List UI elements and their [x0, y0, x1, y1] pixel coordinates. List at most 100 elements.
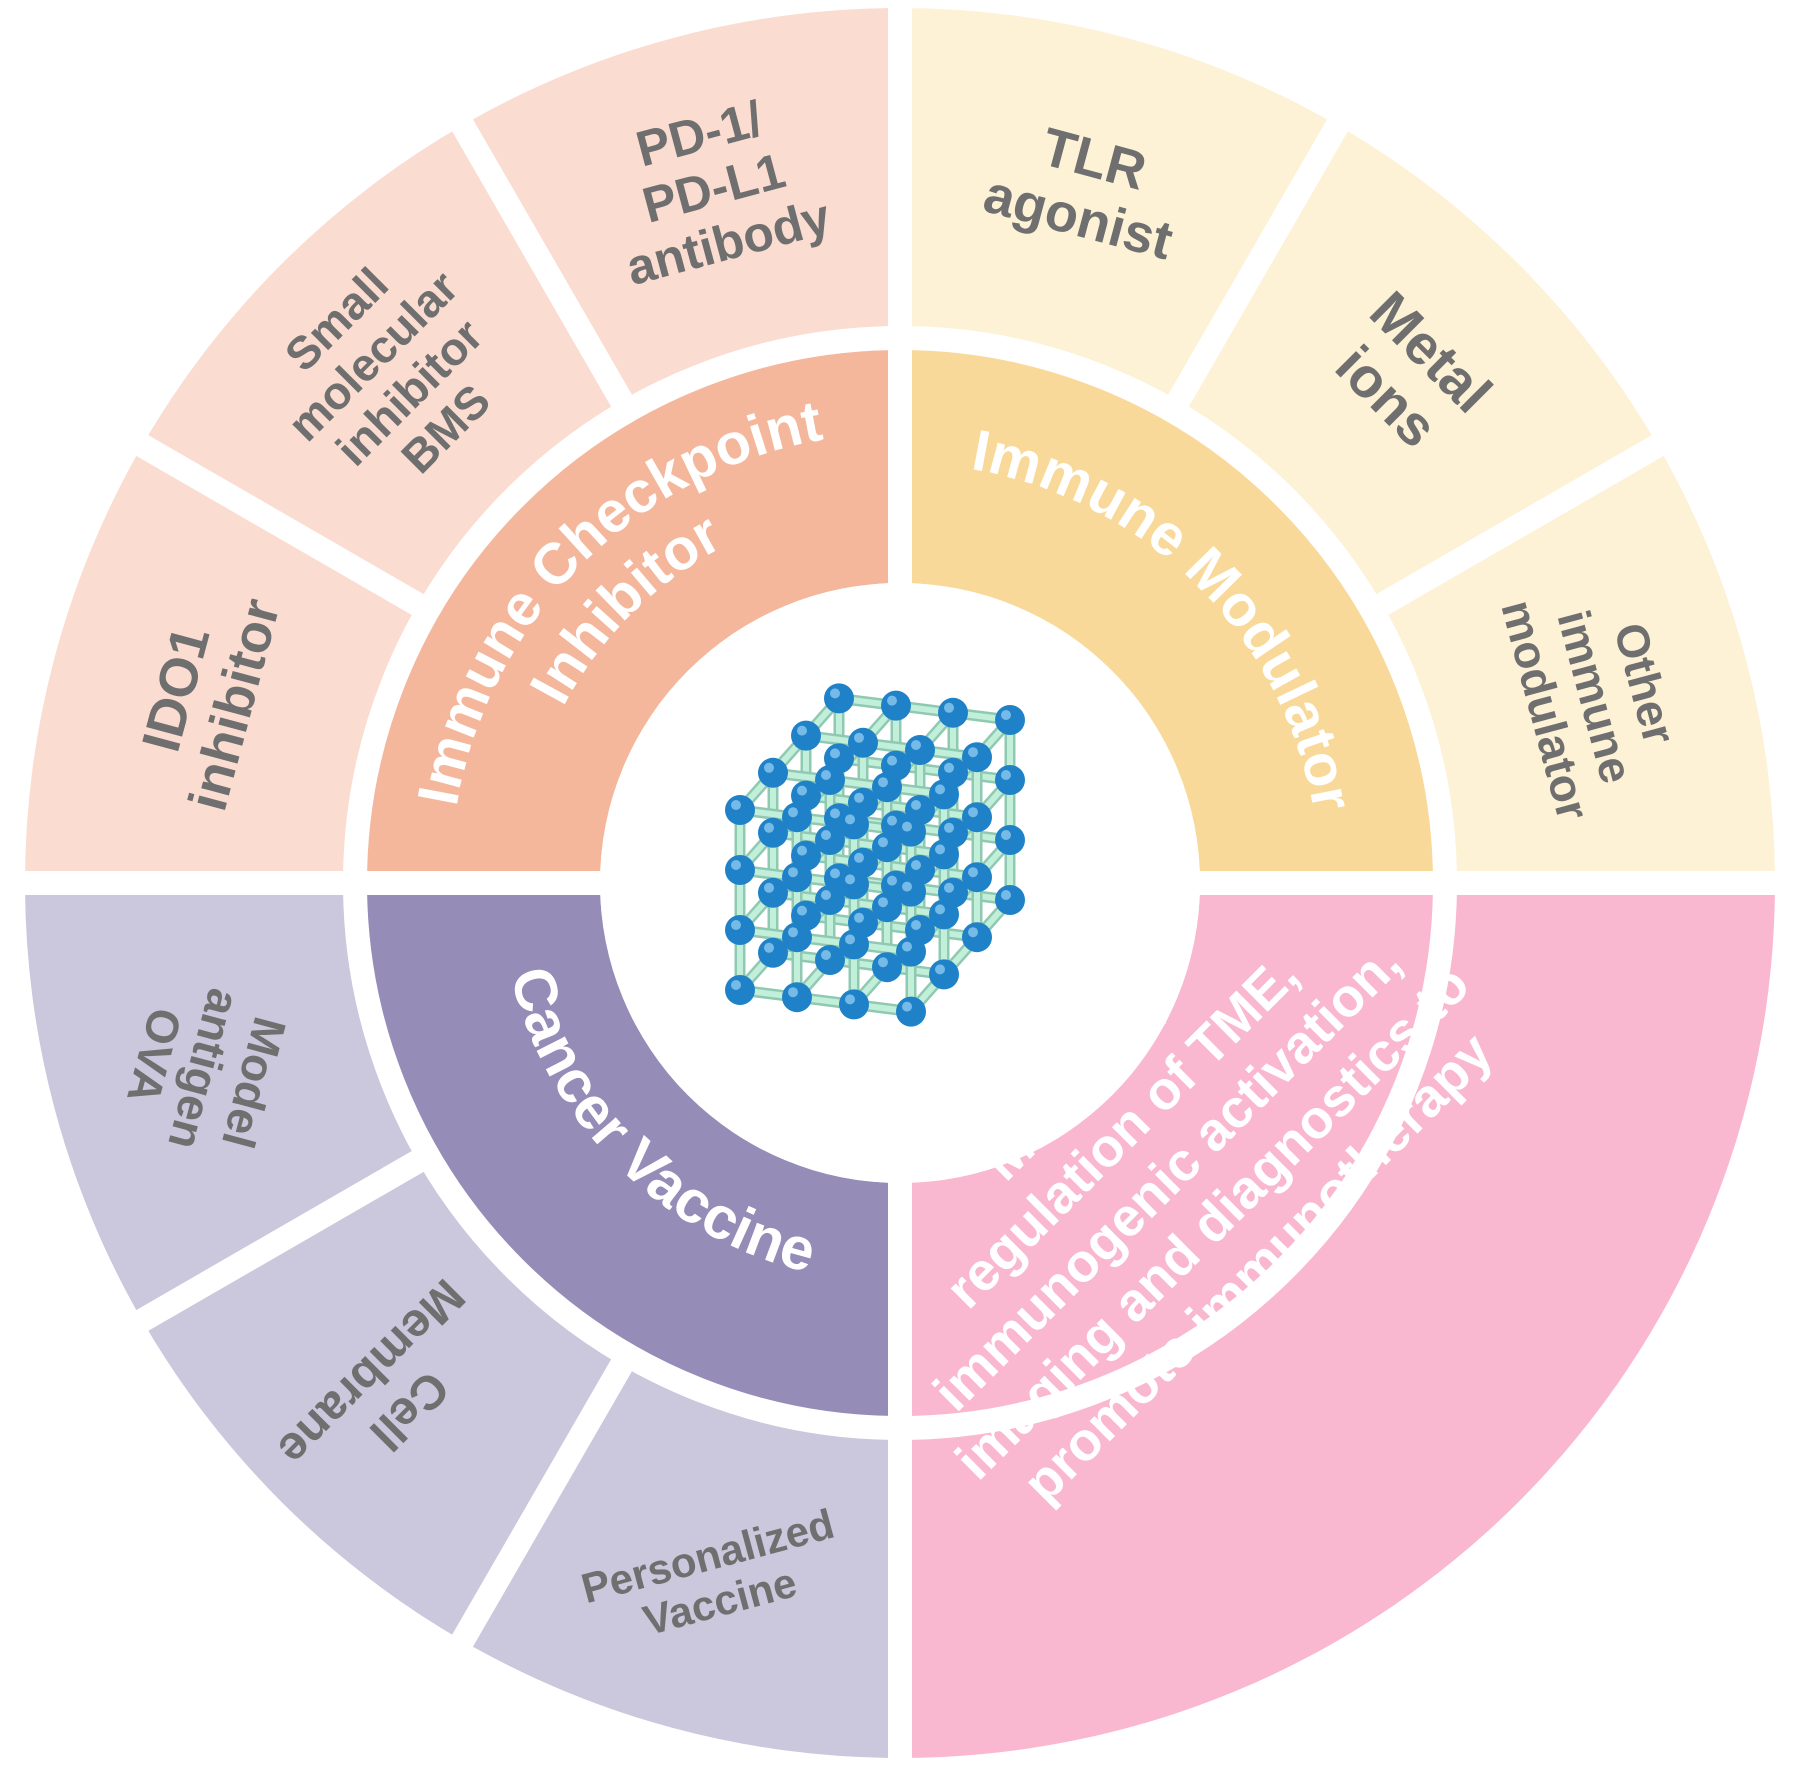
segment-separator: [447, 110, 638, 418]
lattice-node-shine: [935, 784, 945, 795]
segment-separator: [127, 430, 435, 621]
lattice-node-shine: [821, 830, 831, 840]
lattice-node-shine: [911, 860, 921, 870]
lattice-node-shine: [944, 702, 954, 713]
lattice-node-shine: [911, 740, 921, 750]
lattice-node: [725, 975, 755, 1005]
lattice-node: [929, 839, 959, 870]
lattice-node-shine: [731, 800, 741, 810]
lattice-node-shine: [1001, 710, 1011, 720]
lattice-node-shine: [797, 725, 807, 736]
lattice-node-shine: [1001, 890, 1011, 900]
lattice-node-shine: [902, 821, 912, 832]
lattice-node-shine: [935, 904, 945, 915]
lattice-node-shine: [944, 762, 954, 773]
lattice-node-shine: [845, 874, 855, 885]
lattice-node: [962, 802, 992, 833]
lattice-node-shine: [764, 942, 774, 953]
lattice-node-shine: [968, 747, 978, 758]
lattice-node-shine: [854, 732, 864, 743]
lattice-node: [929, 959, 959, 990]
lattice-node-shine: [830, 748, 840, 759]
lattice-node-shine: [797, 785, 807, 796]
lattice-node: [839, 929, 869, 960]
lattice-node: [782, 862, 812, 893]
mofs-quadrant: [900, 883, 1775, 1758]
lattice-node-shine: [797, 845, 807, 856]
lattice-node: [824, 683, 854, 714]
lattice-node-shine: [902, 881, 912, 892]
lattice-node-shine: [878, 957, 888, 968]
lattice-node: [782, 982, 812, 1013]
lattice-node-shine: [902, 1001, 912, 1012]
lattice-node: [881, 690, 911, 721]
lattice-node: [758, 757, 788, 788]
lattice-node: [725, 915, 755, 945]
lattice-node: [995, 705, 1025, 735]
lattice-node-shine: [968, 867, 978, 878]
lattice-node: [995, 825, 1025, 855]
lattice-node: [938, 697, 968, 728]
lattice-node-shine: [1001, 830, 1011, 840]
segment-separator: [127, 1145, 435, 1336]
lattice-node-shine: [731, 980, 741, 990]
lattice-node: [896, 936, 926, 967]
lattice-node-shine: [878, 837, 888, 848]
lattice-node-shine: [878, 897, 888, 908]
lattice-node-shine: [887, 755, 897, 766]
lattice-node: [962, 862, 992, 893]
lattice-node: [839, 869, 869, 900]
lattice-node: [896, 876, 926, 907]
vaccine-inner-ring: [355, 883, 900, 1428]
checkpoint-segment-label-2: SmallmolecularinhibitorBMS: [241, 224, 541, 524]
lattice-node: [872, 772, 902, 803]
lattice-node-shine: [968, 807, 978, 818]
lattice-node-shine: [788, 807, 798, 818]
lattice-node: [791, 720, 821, 751]
lattice-node: [995, 885, 1025, 915]
lattice-node: [782, 802, 812, 833]
lattice-node: [848, 727, 878, 758]
lattice-node: [995, 765, 1025, 795]
lattice-node: [929, 899, 959, 930]
lattice-node-shine: [821, 890, 831, 900]
lattice-node-shine: [878, 777, 888, 788]
lattice-node-shine: [887, 815, 897, 826]
lattice-node-shine: [764, 762, 774, 773]
lattice-node-shine: [944, 882, 954, 893]
lattice-node-shine: [788, 927, 798, 938]
lattice-node-shine: [731, 860, 741, 870]
lattice-node: [782, 922, 812, 953]
lattice-node-shine: [944, 822, 954, 833]
lattice-node-shine: [902, 941, 912, 952]
segment-separator: [447, 1348, 638, 1656]
lattice-node-shine: [935, 964, 945, 975]
lattice-node-shine: [830, 808, 840, 819]
lattice-node-shine: [1001, 770, 1011, 780]
lattice-node-shine: [854, 912, 864, 923]
lattice-node: [962, 742, 992, 773]
lattice-node: [725, 795, 755, 825]
lattice-node-shine: [854, 852, 864, 863]
lattice-node: [929, 779, 959, 810]
lattice-node: [815, 765, 845, 795]
segment-separator: [1365, 430, 1673, 621]
lattice-node-shine: [830, 868, 840, 879]
lattice-node-shine: [764, 822, 774, 833]
lattice-node-shine: [968, 927, 978, 938]
modulator-inner-ring: [900, 338, 1445, 883]
lattice-node: [896, 996, 926, 1027]
lattice-node-shine: [845, 994, 855, 1005]
lattice-node-shine: [845, 934, 855, 945]
lattice-node: [896, 816, 926, 847]
mof-lattice-cube-icon: [725, 683, 1025, 1027]
lattice-node-shine: [935, 844, 945, 855]
lattice-node-shine: [821, 950, 831, 960]
lattice-node: [725, 855, 755, 885]
lattice-node-shine: [911, 920, 921, 930]
checkpoint-inner-ring: [355, 338, 900, 883]
lattice-node: [962, 922, 992, 953]
lattice-node-shine: [788, 987, 798, 998]
modulator-segment-label-3: Otherimmunemodulator: [1491, 568, 1699, 825]
